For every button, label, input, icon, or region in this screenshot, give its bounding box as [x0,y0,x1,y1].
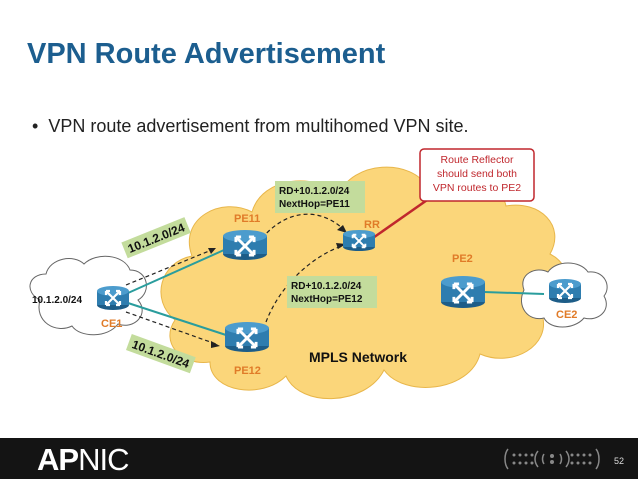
route-box-top: RD+10.1.2.0/24 NextHop=PE11 [275,181,365,213]
router-pe11 [223,230,267,260]
route-box-bottom-line2: NextHop=PE12 [291,294,363,305]
label-pe12: PE12 [234,365,261,377]
footer-bar: APNIC 52 [0,438,638,479]
ibgp-arrow-pe11-rr [261,213,343,239]
router-ce2 [549,279,581,303]
label-ce2: CE2 [556,309,577,321]
label-rr: RR [364,219,380,231]
slide-title: VPN Route Advertisement [27,38,386,70]
route-box-top-line2: NextHop=PE11 [279,199,350,210]
adv-label-upper: 10.1.2.0/24 [121,217,191,259]
link-ce1-pe11 [127,249,225,294]
bullet-text: VPN route advertisement from multihomed … [48,116,469,136]
router-pe2 [441,276,485,308]
adv-arrow-upper [125,248,215,286]
adv-arrow-upper-head [208,248,216,254]
adv-arrow-lower-head [211,341,220,348]
label-ce1: CE1 [101,318,122,330]
route-box-bottom: RD+10.1.2.0/24 NextHop=PE12 [287,276,377,308]
apnic-logo-nic: NIC [78,442,129,477]
callout-line1: Route Reflector [441,154,514,166]
apnic-logo-ap: AP [37,442,79,477]
link-pe2-ce2 [483,291,545,295]
bullet-marker: • [32,116,39,136]
router-pe12 [225,322,269,352]
adv-arrow-lower [125,311,217,345]
site-prefix-label: 10.1.2.0/24 [32,295,82,306]
route-box-bottom-line1: RD+10.1.2.0/24 [291,281,362,292]
mpls-network-label: MPLS Network [309,349,407,365]
callout-line2: should send both [437,168,517,180]
callout-box: Route Reflector should send both VPN rou… [419,148,535,202]
apnic-logo: APNIC [37,442,129,478]
router-ce1 [97,286,129,310]
ibgp-arrow-pe11-rr-head [337,225,347,233]
bullet-item: • VPN route advertisement from multihomed… [32,116,468,137]
ibgp-arrow-pe12-rr [265,245,343,323]
label-pe11: PE11 [234,213,260,225]
callout-line3: VPN routes to PE2 [433,182,521,194]
link-ce1-pe12 [127,302,227,336]
route-box-top-line1: RD+10.1.2.0/24 [279,186,350,197]
page-number: 52 [614,456,625,466]
vpn-diagram: PE11 PE12 RR PE2 CE1 CE2 10.1.2.0/24 10.… [29,148,608,399]
router-rr [343,230,375,251]
footer-emblem-icon [504,448,600,470]
callout-pointer [369,196,431,242]
label-pe2: PE2 [452,253,473,265]
